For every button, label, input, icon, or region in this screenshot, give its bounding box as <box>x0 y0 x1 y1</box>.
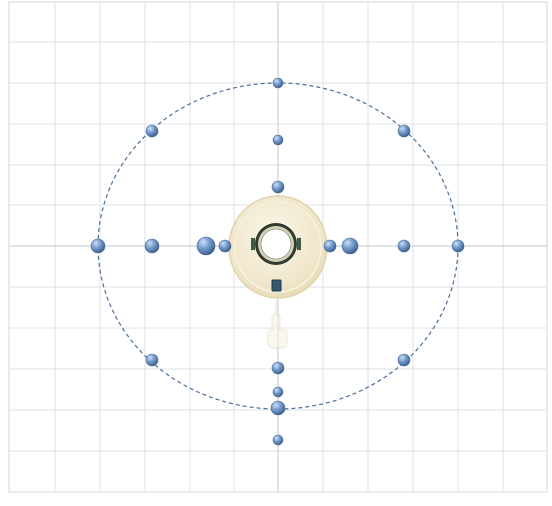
ring-node[interactable] <box>397 239 411 253</box>
ring-node[interactable] <box>196 236 216 256</box>
ring-node[interactable] <box>397 124 411 138</box>
ring-node[interactable] <box>272 134 284 146</box>
pan-head-icon[interactable] <box>228 195 328 299</box>
ring-node[interactable] <box>145 353 159 367</box>
ring-node[interactable] <box>341 237 359 255</box>
ring-node[interactable] <box>271 180 285 194</box>
ring-node[interactable] <box>271 361 285 375</box>
ring-node[interactable] <box>451 239 465 253</box>
ring-node[interactable] <box>397 353 411 367</box>
ring-node[interactable] <box>323 239 337 253</box>
hand-cursor-icon <box>267 300 288 349</box>
node-layer <box>90 77 465 446</box>
ring-node[interactable] <box>272 386 284 398</box>
ring-node[interactable] <box>90 238 106 254</box>
ring-node[interactable] <box>218 239 232 253</box>
ring-node[interactable] <box>272 434 284 446</box>
ring-node[interactable] <box>145 124 159 138</box>
ring-node[interactable] <box>270 400 286 416</box>
ring-node[interactable] <box>272 77 284 89</box>
ring-node[interactable] <box>144 238 160 254</box>
